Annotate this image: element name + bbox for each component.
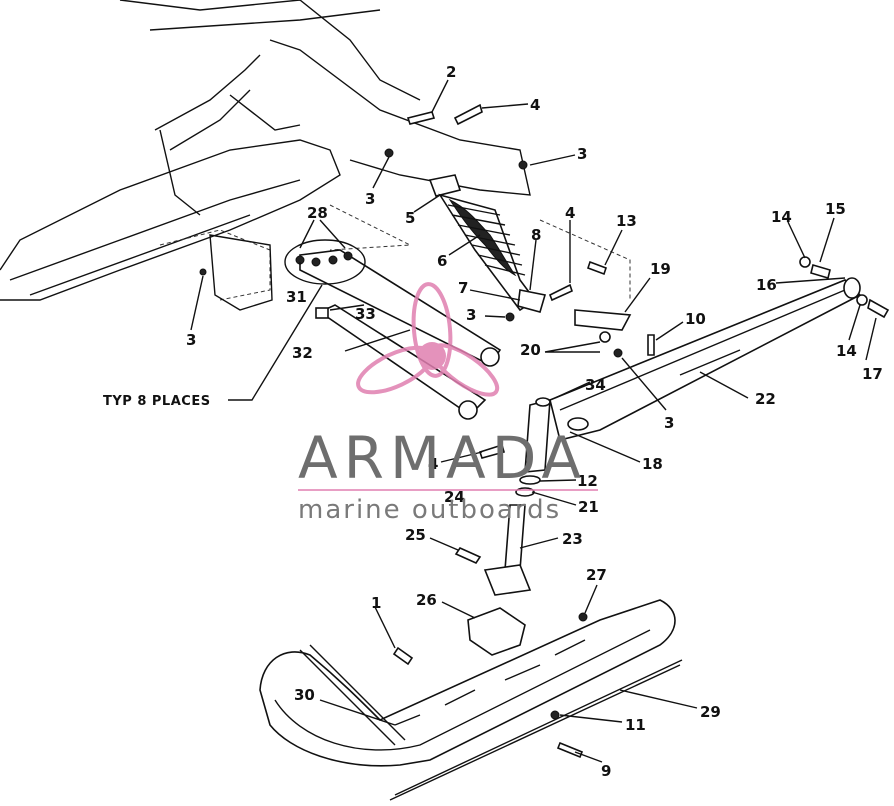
callout-26: 26 xyxy=(416,591,437,609)
callout-3: 3 xyxy=(577,145,587,163)
callout-2: 2 xyxy=(446,63,456,81)
armada-watermark: ARMADA marine outboards xyxy=(298,282,598,525)
callout-23: 23 xyxy=(562,530,583,548)
callout-11: 11 xyxy=(625,716,646,734)
ski-leg xyxy=(549,277,862,441)
callout-5: 5 xyxy=(405,209,415,227)
callout-4: 4 xyxy=(565,204,575,222)
callout-labels: 1 2 3 3 3 3 3 4 4 4 5 6 7 8 9 10 11 12 1… xyxy=(103,63,883,780)
callout-3: 3 xyxy=(365,190,375,208)
ski xyxy=(259,599,683,801)
callout-3: 3 xyxy=(664,414,674,432)
watermark-brand: ARMADA xyxy=(298,424,587,492)
callout-24: 24 xyxy=(444,488,465,506)
callout-18: 18 xyxy=(642,455,663,473)
callout-34: 34 xyxy=(585,376,606,394)
callout-14: 14 xyxy=(771,208,792,226)
callout-12: 12 xyxy=(577,472,598,490)
callout-9: 9 xyxy=(601,762,611,780)
callout-30: 30 xyxy=(294,686,315,704)
callout-17: 17 xyxy=(862,365,883,383)
callout-28: 28 xyxy=(307,204,328,222)
callout-6: 6 xyxy=(437,252,447,270)
callout-3: 3 xyxy=(186,331,196,349)
callout-4: 4 xyxy=(428,455,438,473)
callout-8: 8 xyxy=(531,226,541,244)
propeller-logo-icon xyxy=(356,282,500,397)
callout-15: 15 xyxy=(825,200,846,218)
callout-10: 10 xyxy=(685,310,706,328)
spindle xyxy=(483,398,551,596)
watermark-tagline: marine outboards xyxy=(298,495,561,525)
radius-rods xyxy=(299,249,502,420)
callout-27: 27 xyxy=(586,566,607,584)
ski-saddle xyxy=(467,607,526,656)
callout-20: 20 xyxy=(520,341,541,359)
callout-31: 31 xyxy=(286,288,307,306)
callout-21: 21 xyxy=(578,498,599,516)
callout-14: 14 xyxy=(836,342,857,360)
callout-3: 3 xyxy=(466,306,476,324)
callout-25: 25 xyxy=(405,526,426,544)
callout-4: 4 xyxy=(530,96,540,114)
callout-29: 29 xyxy=(700,703,721,721)
shock-absorber xyxy=(428,174,547,313)
callout-33: 33 xyxy=(355,305,376,323)
callout-19: 19 xyxy=(650,260,671,278)
hardware xyxy=(199,103,890,759)
callout-16: 16 xyxy=(756,276,777,294)
callout-13: 13 xyxy=(616,212,637,230)
callout-7: 7 xyxy=(458,279,468,297)
leader-lines xyxy=(190,79,877,763)
callout-32: 32 xyxy=(292,344,313,362)
snowmobile-body-outline xyxy=(0,0,631,311)
typ-8-places-note: TYP 8 PLACES xyxy=(103,394,211,409)
callout-22: 22 xyxy=(755,390,776,408)
callout-1: 1 xyxy=(371,594,381,612)
